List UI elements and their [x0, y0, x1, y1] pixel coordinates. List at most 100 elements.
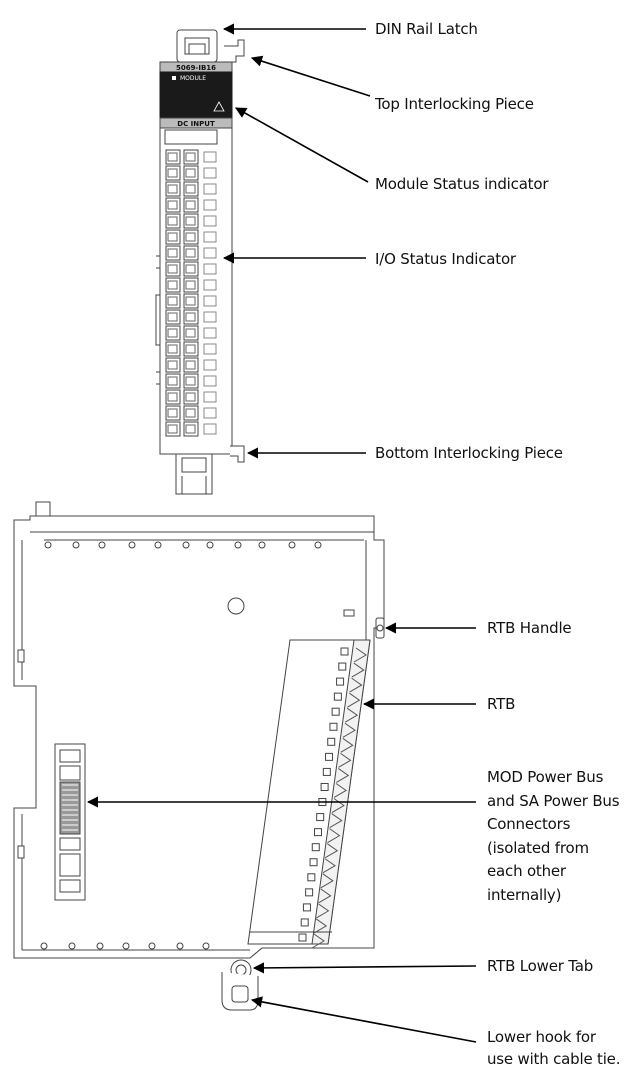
top-interlocking-piece	[224, 39, 245, 63]
terminal-screw-left	[167, 280, 178, 290]
io-status-led	[203, 231, 217, 243]
arrow-module-status	[235, 107, 369, 183]
module-side-view	[13, 501, 385, 1011]
catalog-number: 5069-IB16	[176, 64, 216, 72]
terminal-screw-right	[185, 264, 196, 274]
io-status-led	[203, 183, 217, 195]
label-power-bus-connectors: MOD Power Bus and SA Power Bus Connector…	[487, 768, 620, 904]
rail-hole	[176, 942, 184, 950]
terminal-screw-right	[185, 184, 196, 194]
rtb-tooth	[316, 903, 330, 919]
rtb-handle	[375, 617, 385, 639]
label-module-status-indicator: Module Status indicator	[375, 175, 549, 193]
rtb-terminal-square	[327, 737, 336, 746]
terminal-screw-right	[185, 376, 196, 386]
rail-hole	[148, 942, 156, 950]
rtb-terminal-square	[320, 782, 329, 791]
terminal-screw-right	[185, 248, 196, 258]
bottom-rail-holes	[40, 942, 210, 950]
module-status-led	[172, 76, 176, 80]
rtb-tooth	[327, 828, 341, 844]
rail-hole	[182, 541, 190, 549]
rtb-terminal-square	[336, 677, 345, 686]
rtb-tooth	[320, 873, 334, 889]
label-rtb: RTB	[487, 695, 516, 713]
terminal-screw-right	[185, 216, 196, 226]
io-status-led	[203, 375, 217, 387]
rtb-tooth	[311, 933, 325, 949]
terminal-screw-left	[167, 152, 178, 162]
terminal-screw-right	[185, 392, 196, 402]
label-lower-hook: Lower hook for use with cable tie.	[487, 1028, 621, 1068]
rtb-tooth	[347, 692, 361, 708]
io-status-led	[203, 295, 217, 307]
io-status-led	[203, 359, 217, 371]
terminal-screw-right	[185, 168, 196, 178]
io-status-led	[203, 167, 217, 179]
terminal-screw-left	[167, 232, 178, 242]
terminal-screw-left	[167, 312, 178, 322]
rail-hole	[314, 541, 322, 549]
removable-terminal-block	[247, 639, 371, 949]
terminal-screw-left	[167, 408, 178, 418]
terminal-screw-right	[185, 296, 196, 306]
rtb-terminal-square	[302, 903, 311, 912]
rail-hole	[68, 942, 76, 950]
rtb-tooth	[351, 662, 365, 678]
io-status-led	[203, 391, 217, 403]
rail-hole	[98, 541, 106, 549]
terminal-screw-left	[167, 248, 178, 258]
rail-hole	[96, 942, 104, 950]
terminal-screw-right	[185, 280, 196, 290]
top-rail-holes	[44, 541, 322, 549]
terminal-screw-left	[167, 168, 178, 178]
rtb-tooth	[329, 813, 343, 829]
label-rtb-handle: RTB Handle	[487, 619, 572, 637]
rtb-terminal-square	[325, 752, 334, 761]
rail-hole	[122, 942, 130, 950]
warning-icon	[213, 101, 225, 112]
rtb-terminal-square	[340, 647, 349, 656]
terminal-screw-right	[185, 328, 196, 338]
module-front-view: 5069-IB16 MODULE DC INPUT	[155, 29, 245, 495]
rtb-tooth	[322, 858, 336, 874]
rail-hole	[206, 541, 214, 549]
io-status-led	[203, 151, 217, 163]
rtb-terminal-square	[329, 722, 338, 731]
module-type-label: DC INPUT	[177, 120, 215, 128]
io-status-led	[203, 215, 217, 227]
rtb-tooth	[318, 888, 332, 904]
terminal-screw-right	[185, 360, 196, 370]
rail-hole	[288, 541, 296, 549]
rtb-terminal-square	[311, 843, 320, 852]
io-status-led	[203, 263, 217, 275]
rtb-tooth	[338, 752, 352, 768]
label-top-interlocking-piece: Top Interlocking Piece	[375, 95, 534, 113]
label-din-rail-latch: DIN Rail Latch	[375, 20, 478, 38]
din-rail-latch	[176, 29, 218, 63]
terminal-screw-left	[167, 424, 178, 434]
rtb-terminal-square	[333, 692, 342, 701]
terminal-screw-left	[167, 296, 178, 306]
arrow-rtb-lower-tab	[252, 962, 477, 974]
terminal-screw-right	[185, 424, 196, 434]
rtb-tooth	[342, 722, 356, 738]
terminal-screw-right	[185, 344, 196, 354]
label-io-status-indicator: I/O Status Indicator	[375, 250, 516, 268]
io-status-led	[203, 199, 217, 211]
terminal-screw-right	[185, 200, 196, 210]
rtb-terminal-square	[331, 707, 340, 716]
rtb-terminal-square	[338, 662, 347, 671]
io-status-led	[203, 327, 217, 339]
rtb-terminal-square	[300, 918, 309, 927]
rail-hole	[202, 942, 210, 950]
rtb-tooth	[331, 798, 345, 813]
module-status-label: MODULE	[180, 75, 206, 82]
io-status-led	[203, 407, 217, 419]
rail-hole	[72, 541, 80, 549]
rtb-tooth	[349, 677, 363, 693]
rtb-terminal-square	[298, 933, 307, 942]
rtb-terminal-square	[313, 828, 322, 837]
rail-hole	[128, 541, 136, 549]
rtb-tooth	[313, 918, 328, 934]
